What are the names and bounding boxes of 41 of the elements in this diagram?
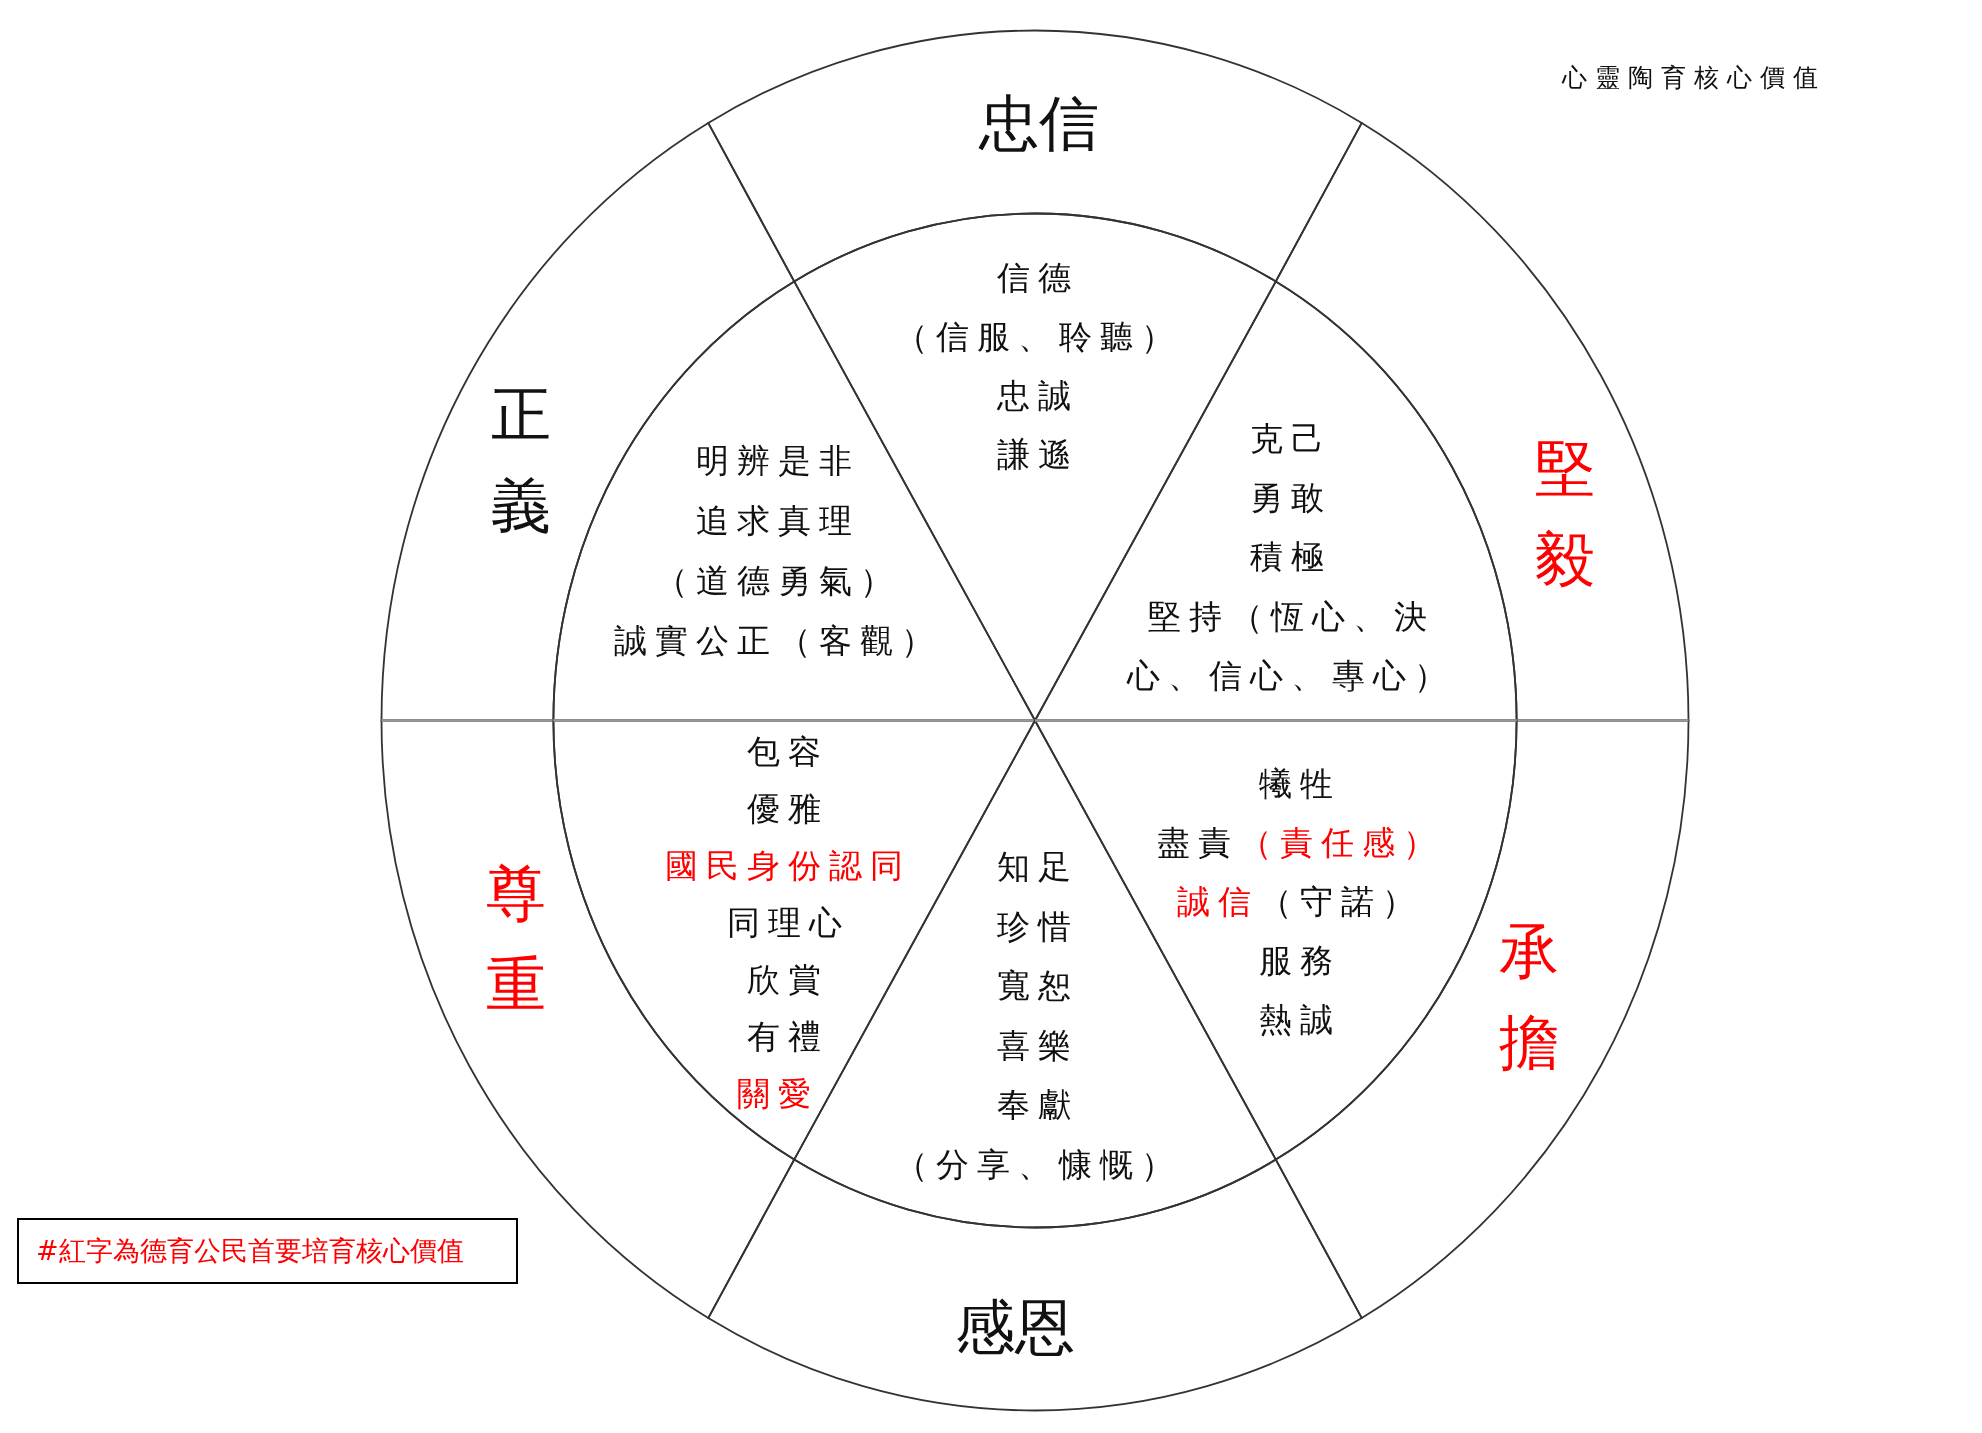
value-text: 同理心	[725, 902, 850, 944]
value-text: （信服、聆聽）	[893, 316, 1182, 358]
value-text: （分享、慷慨）	[893, 1143, 1182, 1186]
value-text: 忠誠	[996, 375, 1079, 417]
value-text: 寬恕	[996, 965, 1079, 1007]
value-text: 喜樂	[996, 1024, 1079, 1067]
segment-heading: 感恩	[955, 1291, 1075, 1363]
value-text: 明辨是非	[695, 440, 860, 482]
value-text: 盡責	[1155, 822, 1239, 864]
value-text: 誠信	[1176, 881, 1259, 923]
value-text: 克己	[1249, 418, 1332, 460]
segment-heading: 正義	[491, 378, 551, 542]
segment-heading: 承擔	[1499, 915, 1559, 1079]
value-text: 熱誠	[1258, 999, 1341, 1041]
value-text: 關愛	[736, 1073, 819, 1115]
value-text: 犧牲	[1258, 763, 1341, 805]
value-text: （守諾）	[1259, 881, 1423, 923]
value-text: 優雅	[746, 788, 829, 830]
value-text: （道德勇氣）	[654, 560, 901, 602]
segment-heading: 尊重	[486, 857, 546, 1021]
value-text: 有禮	[746, 1016, 829, 1058]
value-text: 欣賞	[746, 959, 829, 1001]
value-text: 勇敢	[1249, 477, 1332, 519]
diagram-title: 心靈陶育核心價值	[1560, 63, 1826, 93]
note-text: #紅字為德育公民首要培育核心價值	[36, 1234, 464, 1268]
value-text: 堅持（恆心、決心、信心、專心）	[1125, 595, 1455, 697]
value-text: 謙遜	[996, 434, 1079, 476]
value-text: 誠實公正（客觀）	[613, 620, 942, 662]
value-text: 積極	[1249, 536, 1332, 578]
value-text: 信德	[996, 257, 1079, 299]
value-text: 追求真理	[695, 500, 860, 542]
value-text: 珍惜	[996, 905, 1079, 948]
value-text: （責任感）	[1238, 822, 1444, 864]
segment-heading: 忠信	[979, 87, 1099, 159]
value-text: 包容	[746, 731, 829, 773]
value-text: 知足	[996, 846, 1079, 888]
value-text: 國民身份認同	[664, 845, 911, 887]
note-box	[17, 1218, 518, 1284]
value-text: 服務	[1258, 940, 1341, 982]
segment-heading: 堅毅	[1535, 432, 1595, 596]
value-text: 奉獻	[996, 1084, 1079, 1126]
